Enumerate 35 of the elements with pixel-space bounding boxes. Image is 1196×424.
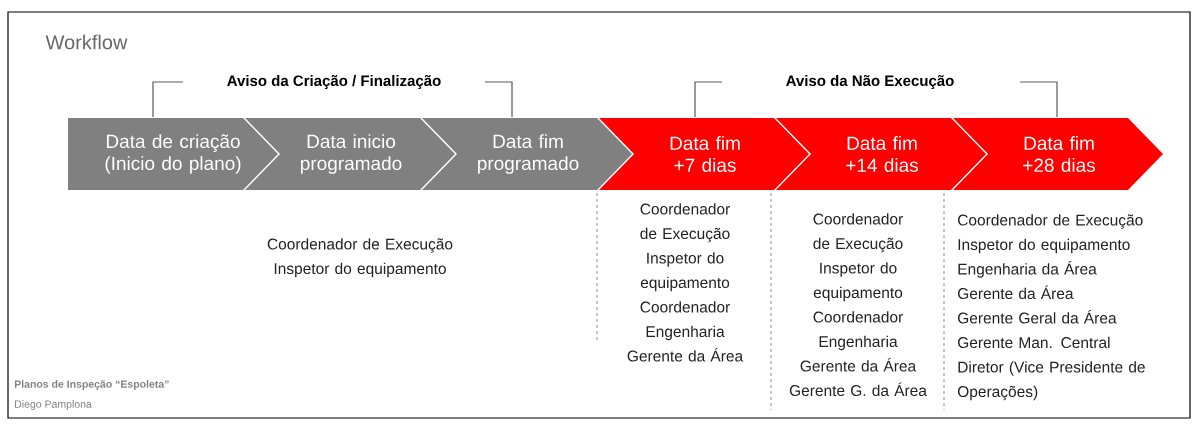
chevron-step: Data de criação (Inicio do plano) [68, 118, 278, 190]
title: Workflow [45, 34, 128, 50]
footer-note: Diego Pamplona [15, 400, 92, 410]
chevron-step: Data inicio programado [245, 118, 455, 190]
role-text: Coordenador Engenharia [640, 301, 730, 341]
node-label: Data fim programado [478, 134, 579, 174]
role-text: Coordenador de Execução [640, 203, 730, 243]
role-text: Gerente Geral da Área [958, 310, 1117, 324]
role-text: Inspetor do equipamento [274, 262, 446, 278]
chevron-step: Data fim +28 dias [953, 118, 1163, 190]
chevron-step: Data fim +14 dias [776, 118, 986, 190]
role-text: Gerente da Área [627, 348, 744, 362]
chevron-step: Data fim programado [422, 118, 632, 190]
node-label: Data fim +7 dias [670, 136, 740, 172]
node-label: Data fim +28 dias [1023, 136, 1096, 172]
role-text: Inspetor do equipamento [813, 262, 903, 302]
role-text: Gerente Man. Central [958, 336, 1110, 349]
footer-note: Planos de Inspeção “Espoleta” [14, 380, 169, 390]
role-text: Gerente da Área [800, 358, 917, 372]
role-text: Coordenador de Execução [267, 238, 453, 253]
node-label: Data de criação (Inicio do plano) [105, 134, 241, 174]
chevron-step: Data fim +7 dias [599, 118, 809, 190]
node-label: Data fim +14 dias [846, 136, 919, 172]
role-text: Gerente G. da Área [789, 382, 927, 397]
role-text: Gerente da Área [958, 285, 1074, 300]
role-text: Coordenador Engenharia [813, 311, 903, 351]
node-label: Data inicio programado [301, 134, 402, 174]
bracket-label: Aviso da Criação / Finalização [227, 75, 441, 89]
role-text: Coordenador de Execução [958, 214, 1143, 229]
bracket-label: Aviso da Não Execução [786, 75, 954, 89]
role-text: Inspetor do equipamento [958, 238, 1130, 254]
role-text: Engenharia da Área [958, 261, 1097, 278]
role-text: Coordenador de Execução [813, 213, 903, 253]
role-text: Inspetor do equipamento [640, 252, 730, 292]
role-text: Diretor (Vice Presidente de Operações) [957, 361, 1145, 401]
